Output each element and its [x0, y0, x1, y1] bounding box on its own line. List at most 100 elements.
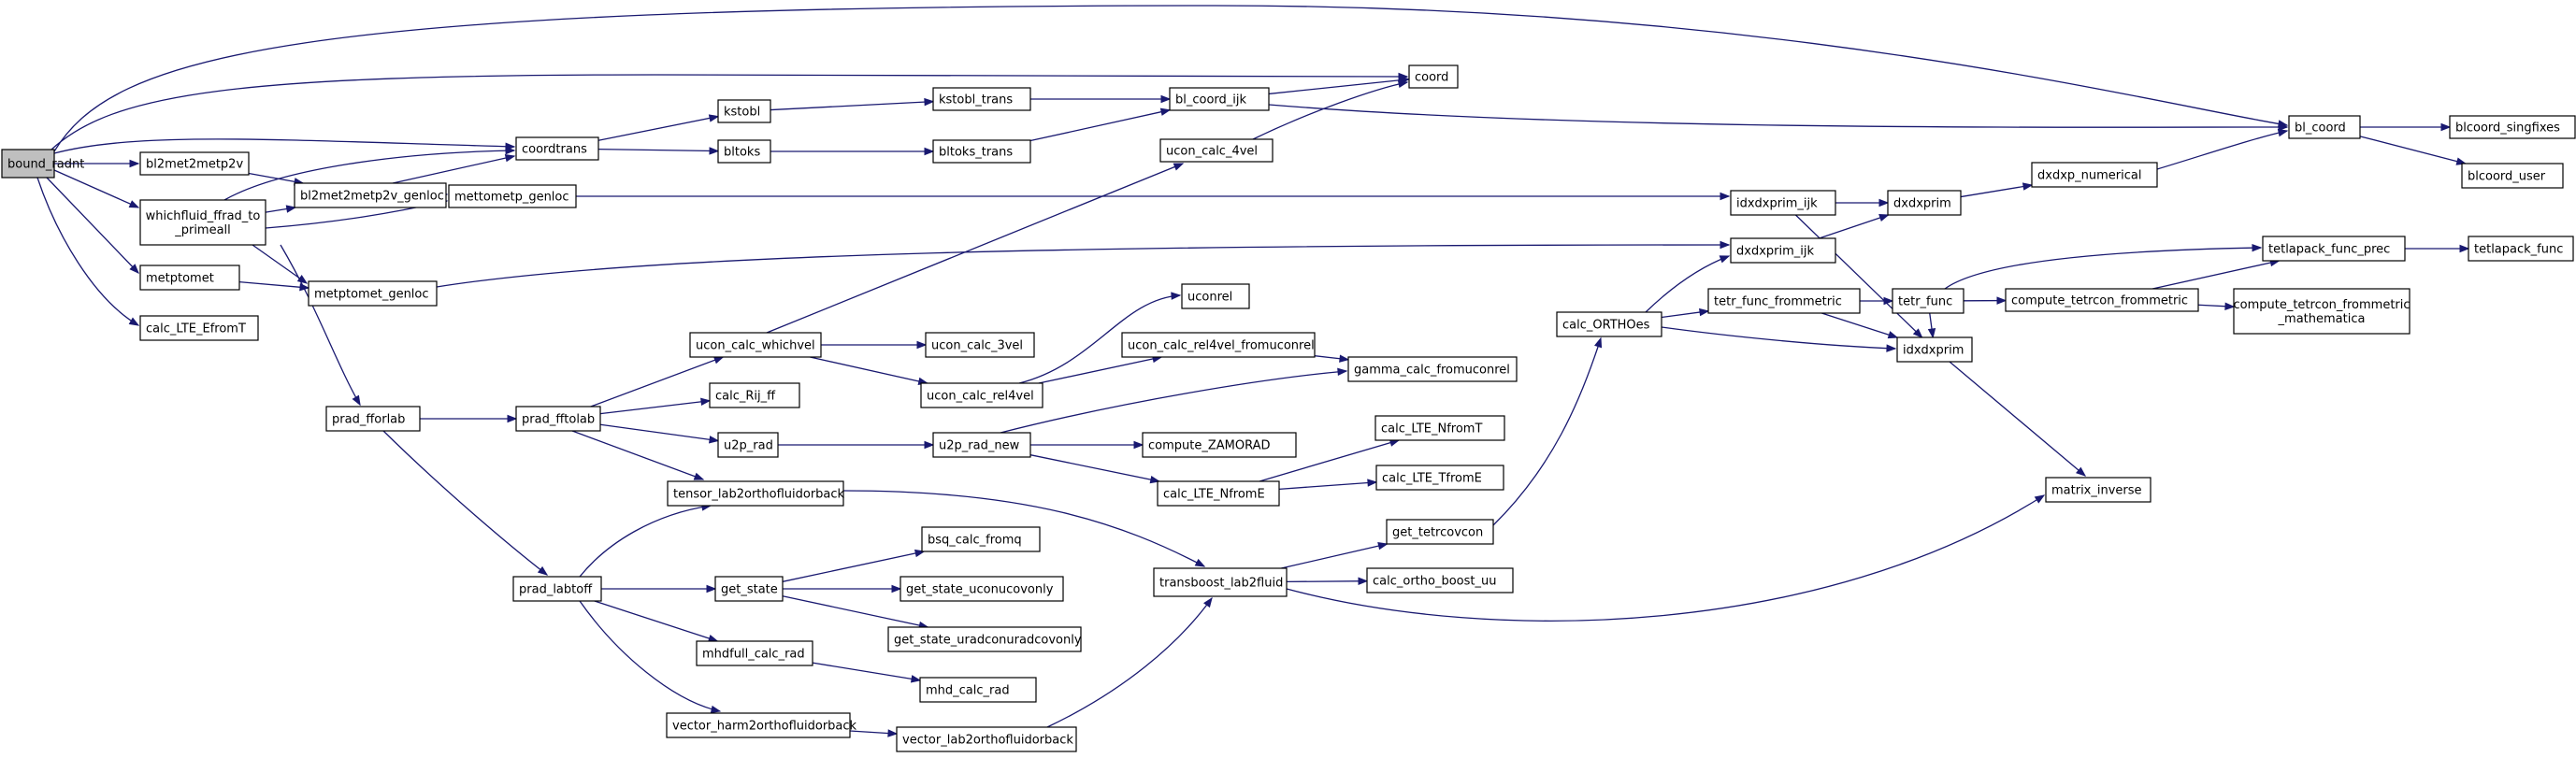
edge-ucon_calc_rel4vel_fromuconrel-to-gamma_calc_fromuconrel	[1314, 354, 1350, 363]
node-u2p_rad_new[interactable]: u2p_rad_new	[932, 432, 1031, 458]
edge-line	[1000, 370, 1347, 434]
arrowhead	[1912, 328, 1923, 338]
node-dxdxprim_ijk[interactable]: dxdxprim_ijk	[1730, 237, 1836, 264]
node-kstobl[interactable]: kstobl	[717, 99, 771, 123]
node-mhdfull_calc_rad[interactable]: mhdfull_calc_rad	[696, 640, 813, 666]
node-get_state_uconucovonly[interactable]: get_state_uconucovonly	[899, 576, 1064, 602]
node-metptomet[interactable]: metptomet	[139, 265, 240, 291]
node-box	[1896, 336, 1973, 363]
node-calc_Rij_ff[interactable]: calc_Rij_ff	[709, 382, 800, 408]
node-ucon_calc_rel4vel_fromuconrel[interactable]: ucon_calc_rel4vel_fromuconrel	[1121, 332, 1316, 358]
node-mhd_calc_rad[interactable]: mhd_calc_rad	[919, 677, 1037, 703]
node-box	[1181, 283, 1250, 309]
node-box	[2233, 288, 2411, 335]
node-box	[2449, 115, 2576, 139]
arrowhead	[700, 397, 712, 407]
node-ucon_calc_4vel[interactable]: ucon_calc_4vel	[1159, 138, 1274, 163]
node-uconrel[interactable]: uconrel	[1181, 283, 1250, 309]
node-vector_harm2orthofluidorback[interactable]: vector_harm2orthofluidorback	[666, 712, 857, 738]
edge-dxdxp_numerical-to-bl_coord	[2156, 128, 2289, 170]
node-ucon_calc_whichvel[interactable]: ucon_calc_whichvel	[689, 332, 822, 358]
node-calc_LTE_EfromT[interactable]: calc_LTE_EfromT	[139, 315, 259, 341]
node-box	[1366, 567, 1514, 594]
node-tetr_func[interactable]: tetr_func	[1892, 288, 1964, 314]
edge-line	[1949, 361, 2086, 477]
edge-line	[579, 505, 712, 578]
edge-line	[782, 551, 925, 582]
node-calc_LTE_NfromE[interactable]: calc_LTE_NfromE	[1157, 480, 1280, 507]
node-tetlapack_func[interactable]: tetlapack_func	[2468, 236, 2574, 262]
node-box	[1, 149, 55, 179]
node-dxdxprim[interactable]: dxdxprim	[1887, 190, 1962, 216]
node-blcoord_singfixes[interactable]: blcoord_singfixes	[2449, 115, 2576, 139]
arrowhead	[1358, 577, 1369, 585]
node-matrix_inverse[interactable]: matrix_inverse	[2045, 477, 2151, 503]
node-transboost_lab2fluid[interactable]: transboost_lab2fluid	[1153, 567, 1288, 597]
edge-calc_ORTHOes-to-dxdxprim_ijk	[1645, 255, 1731, 313]
node-box	[696, 640, 813, 666]
arrowhead	[2022, 182, 2034, 191]
node-calc_ortho_boost_uu[interactable]: calc_ortho_boost_uu	[1366, 567, 1514, 594]
edge-line	[223, 150, 515, 201]
node-coord[interactable]: coord	[1408, 64, 1459, 89]
node-label: calc_ortho_boost_uu	[1373, 575, 1496, 589]
node-vector_lab2orthofluidorback[interactable]: vector_lab2orthofluidorback	[896, 726, 1077, 752]
node-label: ucon_calc_3vel	[931, 339, 1023, 353]
node-label: dxdxprim	[1893, 197, 1951, 211]
node-box	[515, 406, 601, 432]
arrowhead	[2459, 244, 2470, 253]
node-bltoks[interactable]: bltoks	[717, 139, 771, 164]
edge-ucon_calc_whichvel-to-ucon_calc_rel4vel	[810, 356, 929, 386]
arrowhead	[1149, 475, 1161, 484]
node-bltoks_trans[interactable]: bltoks_trans	[932, 139, 1031, 164]
node-bl2met2metp2v[interactable]: bl2met2metp2v	[139, 151, 250, 176]
node-get_state[interactable]: get_state	[714, 576, 784, 602]
node-prad_fftolab[interactable]: prad_fftolab	[515, 406, 601, 432]
node-box	[2288, 115, 2361, 139]
arrowhead	[504, 153, 516, 163]
node-gamma_calc_fromuconrel[interactable]: gamma_calc_fromuconrel	[1347, 356, 1518, 382]
node-bl_coord[interactable]: bl_coord	[2288, 115, 2361, 139]
node-calc_LTE_NfromT[interactable]: calc_LTE_NfromT	[1374, 415, 1505, 441]
node-bl2met2metp2v_genloc[interactable]: bl2met2metp2v_genloc	[294, 182, 447, 208]
node-coordtrans[interactable]: coordtrans	[515, 136, 599, 161]
node-idxdxprim_ijk[interactable]: idxdxprim_ijk	[1730, 190, 1836, 216]
node-label: vector_harm2orthofluidorback	[672, 720, 857, 734]
node-bl_coord_ijk[interactable]: bl_coord_ijk	[1169, 87, 1270, 111]
edge-prad_labtoff-to-mhdfull_calc_rad	[594, 600, 719, 643]
node-bound_radnt[interactable]: bound_radnt	[1, 149, 84, 179]
node-metptomet_genloc[interactable]: metptomet_genloc	[308, 280, 438, 307]
node-bsq_calc_fromq[interactable]: bsq_calc_fromq	[921, 526, 1041, 552]
edge-line	[1645, 255, 1730, 313]
node-u2p_rad[interactable]: u2p_rad	[717, 432, 779, 458]
node-compute_tetrcon_frommetric_mathematica[interactable]: compute_tetrcon_frommetric_mathematica	[2233, 288, 2411, 335]
node-label: bl_coord_ijk	[1175, 93, 1247, 107]
node-ucon_calc_rel4vel[interactable]: ucon_calc_rel4vel	[920, 382, 1043, 408]
node-tensor_lab2orthofluidorback[interactable]: tensor_lab2orthofluidorback	[667, 480, 845, 507]
node-tetlapack_func_prec[interactable]: tetlapack_func_prec	[2262, 236, 2406, 262]
node-idxdxprim[interactable]: idxdxprim	[1896, 336, 1973, 363]
node-mettometp_genloc[interactable]: mettometp_genloc	[448, 184, 577, 208]
node-compute_ZAMORAD[interactable]: compute_ZAMORAD	[1142, 432, 1297, 458]
node-label: calc_Rij_ff	[715, 390, 776, 404]
node-prad_labtoff[interactable]: prad_labtoff	[512, 576, 602, 602]
node-get_state_uradconuradcovonly[interactable]: get_state_uradconuradcovonly	[887, 626, 1082, 652]
edge-kstobl-to-kstobl_trans	[770, 97, 935, 111]
edge-line	[2156, 130, 2288, 170]
edge-line	[46, 177, 139, 274]
node-ucon_calc_3vel[interactable]: ucon_calc_3vel	[925, 332, 1035, 358]
node-prad_fforlab[interactable]: prad_fforlab	[325, 406, 421, 432]
node-box	[1121, 332, 1316, 358]
node-calc_LTE_TfromE[interactable]: calc_LTE_TfromE	[1375, 465, 1504, 491]
node-tetr_func_frommetric[interactable]: tetr_func_frommetric	[1707, 288, 1861, 314]
node-dxdxp_numerical[interactable]: dxdxp_numerical	[2031, 162, 2158, 188]
node-blcoord_user[interactable]: blcoord_user	[2461, 163, 2564, 189]
node-calc_ORTHOes[interactable]: calc_ORTHOes	[1556, 311, 1662, 337]
node-get_tetrcovcon[interactable]: get_tetrcovcon	[1386, 519, 1494, 545]
node-label: _primeall	[174, 223, 231, 237]
node-kstobl_trans[interactable]: kstobl_trans	[932, 87, 1031, 111]
edge-bl_coord_ijk-to-bl_coord	[1268, 104, 2289, 132]
node-compute_tetrcon_frommetric[interactable]: compute_tetrcon_frommetric	[2005, 288, 2199, 312]
node-whichfluid_ffrad_to_primeall[interactable]: whichfluid_ffrad_to_primeall	[139, 199, 266, 246]
edge-line	[1492, 337, 1602, 526]
